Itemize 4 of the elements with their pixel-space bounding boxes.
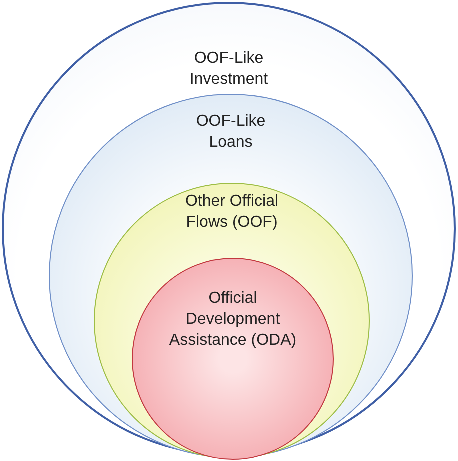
circle-label: Official Development Assistance (ODA) xyxy=(168,289,298,351)
circle-label: OOF-Like Loans xyxy=(195,112,267,153)
circle-label: Other Official Flows (OOF) xyxy=(184,192,280,233)
circle-label: OOF-Like Investment xyxy=(188,49,270,90)
